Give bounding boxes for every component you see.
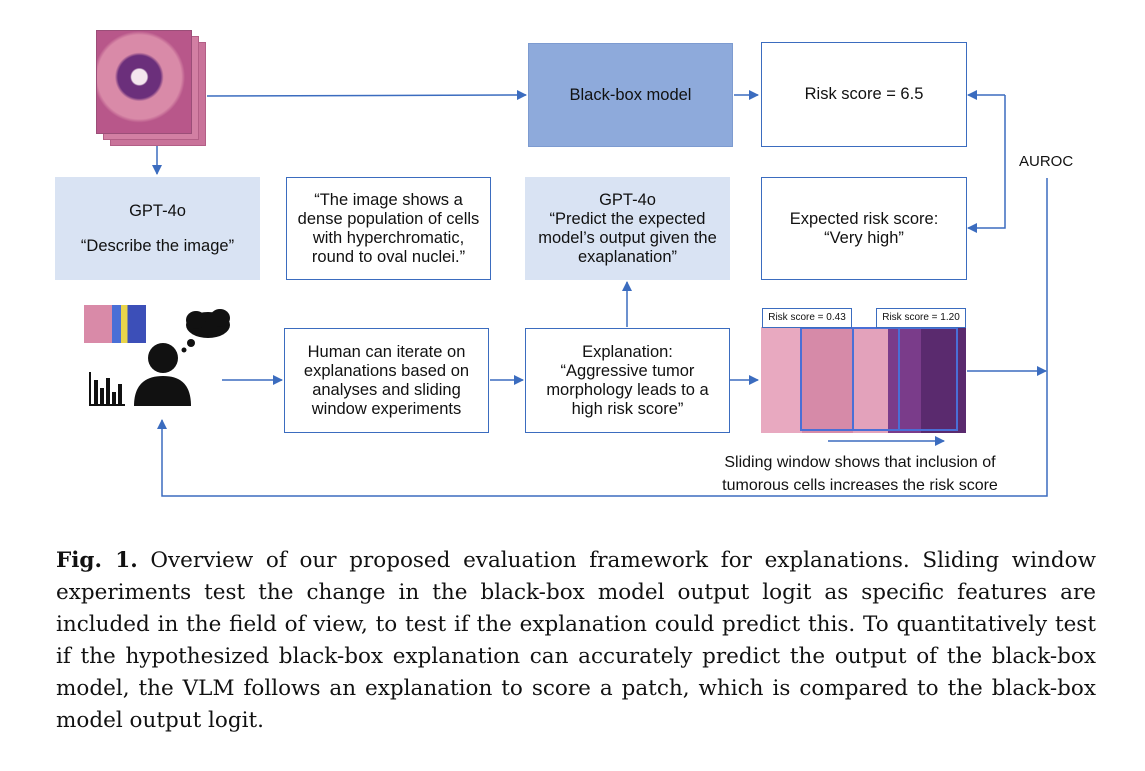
human-iterate-box: Human can iterate on explanations based … bbox=[284, 328, 489, 433]
sliding-window-caption-line2: tumorous cells increases the risk score bbox=[722, 477, 998, 494]
window-score-left: Risk score = 0.43 bbox=[762, 308, 852, 328]
gpt-predict-prompt: “Predict the expected model’s output giv… bbox=[538, 209, 717, 266]
person-icon bbox=[134, 343, 191, 406]
framework-diagram: Black-box model Risk score = 6.5 AUROC G… bbox=[55, 30, 1074, 497]
gpt-predict-title: GPT-4o bbox=[599, 190, 656, 209]
sliding-window-caption-line1: Sliding window shows that inclusion of bbox=[724, 454, 996, 471]
window-score-right: Risk score = 1.20 bbox=[876, 308, 966, 328]
human-iterate-text: Human can iterate on explanations based … bbox=[303, 342, 470, 418]
gpt-predict-box: GPT-4o “Predict the expected model’s out… bbox=[525, 177, 730, 280]
explanation-box: Explanation: “Aggressive tumor morpholog… bbox=[525, 328, 730, 433]
gpt-describe-box: GPT-4o “Describe the image” bbox=[55, 177, 260, 280]
sliding-window-frame-left bbox=[800, 327, 900, 431]
expected-risk-line2: “Very high” bbox=[824, 228, 904, 247]
sliding-window-patch bbox=[761, 327, 966, 433]
image-description-box: “The image shows a dense population of c… bbox=[286, 177, 491, 280]
auroc-label: AUROC bbox=[1019, 153, 1074, 170]
blackbox-model-box: Black-box model bbox=[528, 43, 733, 147]
arrow-auroc-to-expected bbox=[967, 95, 1006, 233]
gpt-describe-prompt: “Describe the image” bbox=[80, 236, 235, 255]
histology-image bbox=[96, 30, 192, 134]
thought-cloud-icon bbox=[181, 309, 230, 353]
expected-risk-line1: Expected risk score: bbox=[789, 209, 939, 228]
attention-heatmap-image bbox=[84, 305, 146, 343]
window-score-right-text: Risk score = 1.20 bbox=[882, 312, 960, 323]
window-score-left-text: Risk score = 0.43 bbox=[768, 312, 846, 323]
expected-risk-box: Expected risk score: “Very high” bbox=[761, 177, 967, 280]
blackbox-label: Black-box model bbox=[569, 85, 692, 104]
sliding-window-frame-right bbox=[852, 327, 958, 431]
sliding-window-caption: Sliding window shows that inclusion of t… bbox=[700, 451, 1020, 497]
explanation-title: Explanation: bbox=[582, 342, 673, 361]
figure-caption-text: Overview of our proposed evaluation fram… bbox=[56, 548, 1096, 733]
figure-caption: Fig. 1. Overview of our proposed evaluat… bbox=[56, 545, 1096, 737]
bar-chart-icon bbox=[89, 372, 125, 406]
figure-caption-label: Fig. 1. bbox=[56, 548, 138, 573]
risk-score-box: Risk score = 6.5 bbox=[761, 42, 967, 147]
arrow-image-to-blackbox bbox=[206, 90, 527, 101]
gpt-describe-title: GPT-4o bbox=[129, 201, 186, 220]
risk-score-label: Risk score = 6.5 bbox=[804, 85, 924, 103]
arrow-feedback-loop bbox=[157, 178, 1048, 497]
connector-arrows bbox=[152, 90, 1048, 497]
explanation-text: “Aggressive tumor morphology leads to a … bbox=[546, 361, 709, 418]
image-description-text: “The image shows a dense population of c… bbox=[297, 190, 480, 266]
